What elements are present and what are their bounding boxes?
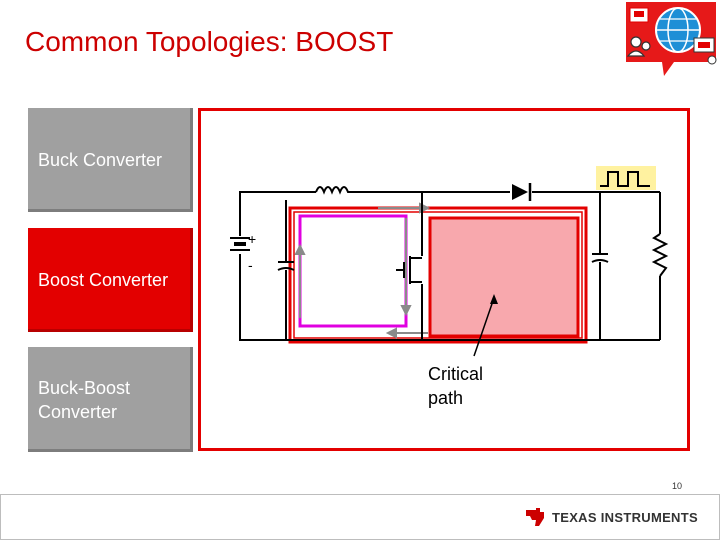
input-capacitor-symbol — [277, 261, 295, 271]
current-arrows — [294, 202, 431, 339]
page-number: 10 — [672, 481, 683, 491]
ti-logo: TEXAS INSTRUMENTS — [524, 504, 698, 530]
output-capacitor-symbol — [591, 253, 609, 263]
nav-buck-boost-converter[interactable]: Buck-Boost Converter — [28, 347, 193, 452]
annotation-pointer — [473, 297, 495, 357]
critical-path-annotation: Critical path — [428, 364, 484, 408]
nav-buck-converter[interactable]: Buck Converter — [28, 108, 193, 212]
pwm-signal-icon — [596, 166, 656, 190]
presentation-icon — [693, 37, 717, 65]
current-loop — [298, 214, 408, 328]
loop-outline-inner — [293, 211, 583, 339]
nav-item-label: Boost Converter — [38, 270, 169, 290]
footer-bar — [0, 494, 720, 540]
slide-title: Common Topologies: BOOST — [25, 26, 394, 57]
header-logo-cluster — [626, 2, 717, 76]
nav-item-label: Buck Converter — [38, 150, 163, 170]
boost-circuit-diagram: + - — [230, 166, 669, 357]
ti-logo-icon — [526, 508, 544, 526]
battery-plus-label: + — [248, 231, 256, 247]
globe-icon — [655, 7, 701, 53]
diode-symbol — [512, 183, 532, 201]
inductor-symbol — [315, 186, 352, 195]
tools-icon — [629, 7, 649, 23]
nav-item-label: Buck-Boost Converter — [38, 377, 131, 422]
mosfet-symbol — [396, 256, 422, 284]
battery-symbol — [230, 237, 250, 251]
resistor-symbol — [651, 233, 669, 277]
people-icon — [626, 36, 651, 57]
ti-wordmark: TEXAS INSTRUMENTS — [552, 509, 698, 525]
loop-outline-outer — [288, 206, 588, 344]
critical-path-highlight — [428, 216, 580, 338]
battery-minus-label: - — [248, 257, 253, 273]
nav-boost-converter[interactable]: Boost Converter — [28, 228, 193, 332]
circuit-wires — [239, 191, 661, 341]
